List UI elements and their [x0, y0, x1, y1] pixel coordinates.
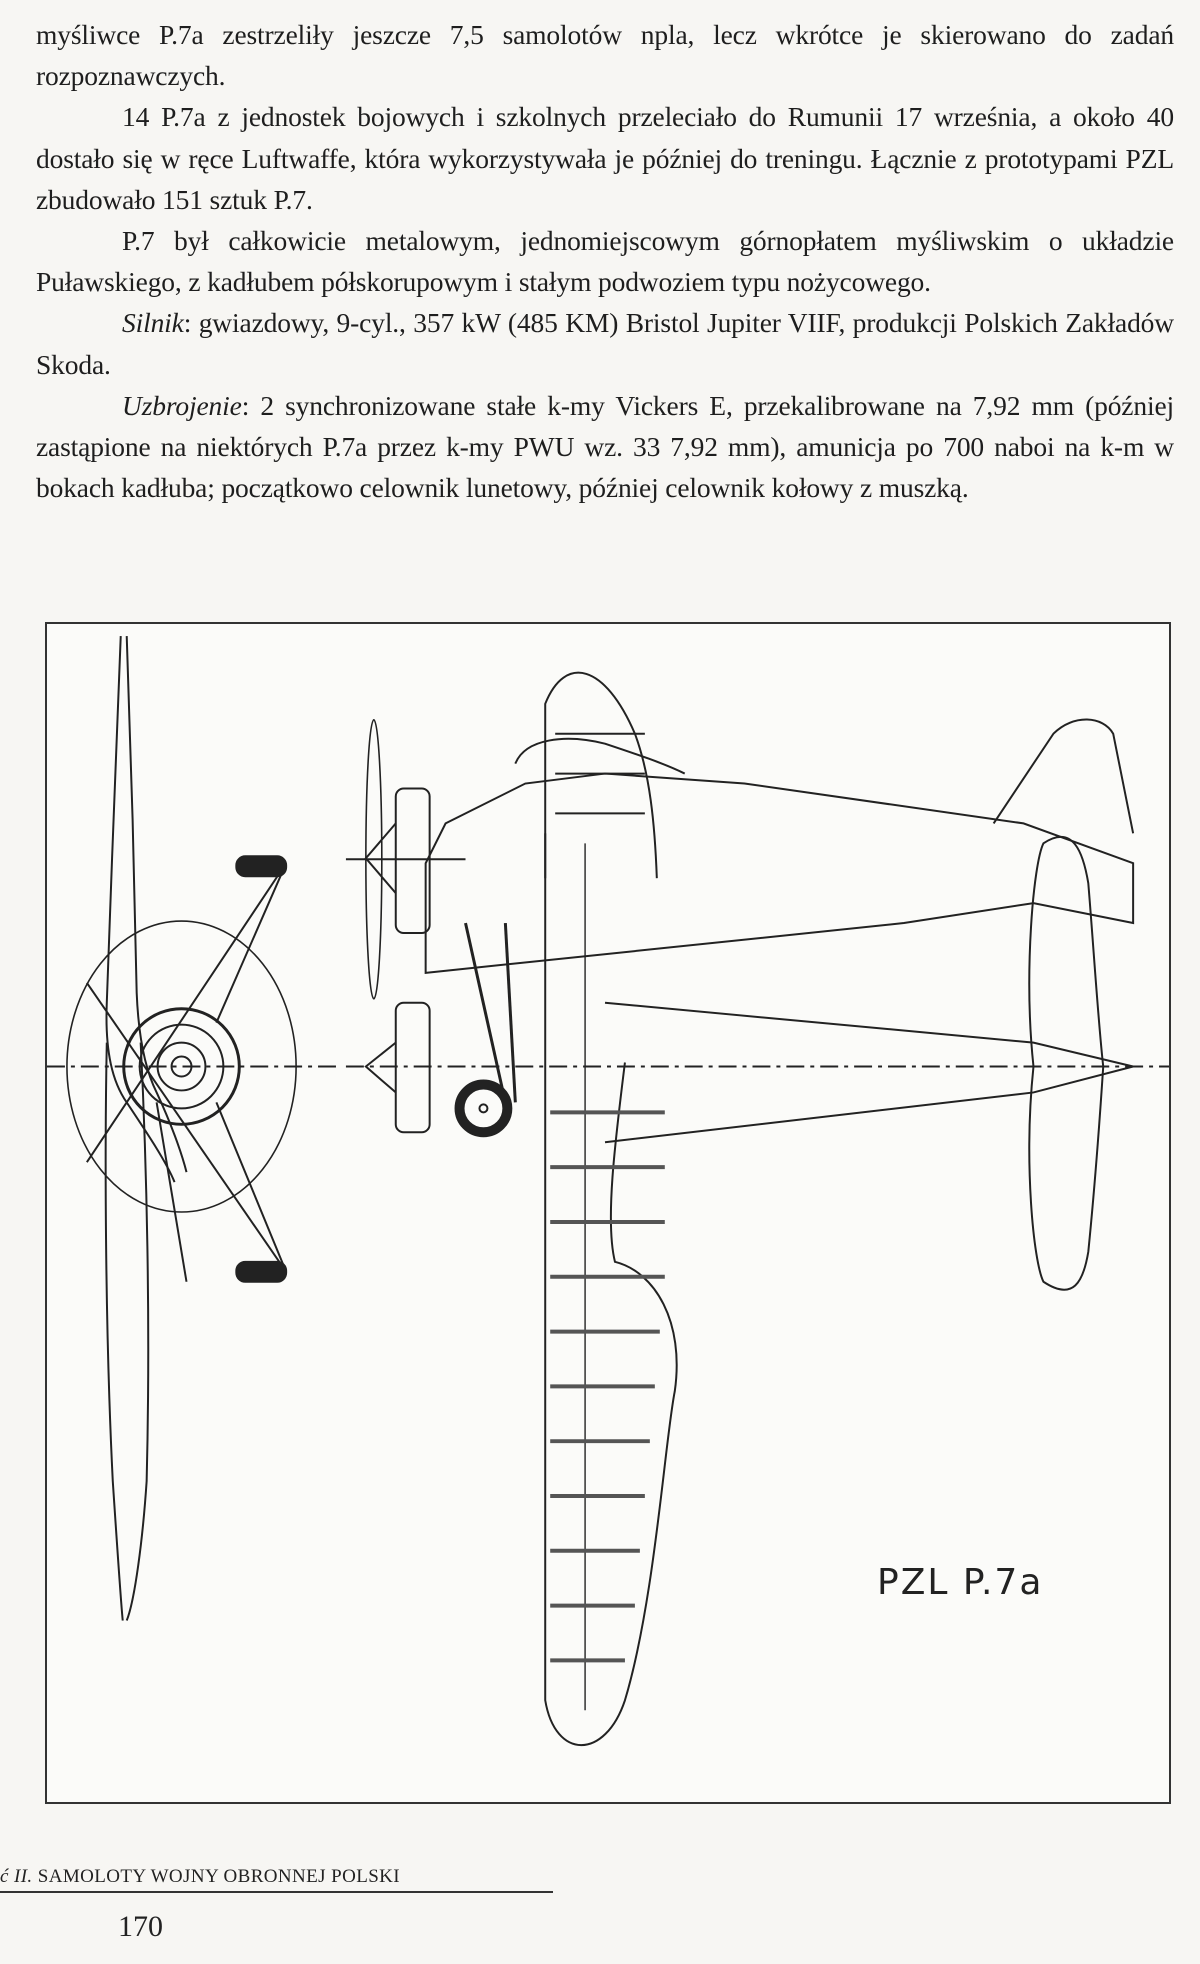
armament-text: : 2 synchronizowane stałe k-my Vickers E…: [36, 389, 1174, 504]
paragraph-1: myśliwce P.7a zestrzeliły jeszcze 7,5 sa…: [36, 19, 1174, 92]
front-view: [47, 636, 336, 1621]
running-head-title: SAMOLOTY WOJNY OBRONNEJ POLSKI: [32, 1866, 401, 1887]
page-number: 170: [118, 1910, 163, 1943]
aircraft-drawing-svg: [47, 636, 1169, 1747]
running-head-prefix: ć II.: [0, 1866, 33, 1887]
paragraph-2: 14 P.7a z jednostek bojowych i szkolnych…: [36, 101, 1174, 215]
armament-label: Uzbrojenie: [122, 389, 242, 421]
paragraph-engine: Silnik: gwiazdowy, 9-cyl., 357 kW (485 K…: [36, 302, 1174, 384]
engine-label: Silnik: [122, 307, 184, 339]
running-head: ć II. SAMOLOTY WOJNY OBRONNEJ POLSKI: [0, 1866, 553, 1893]
paragraph-3: P.7 był całkowicie metalowym, jednomiejs…: [36, 225, 1174, 298]
body-text: myśliwce P.7a zestrzeliły jeszcze 7,5 sa…: [36, 14, 1174, 508]
top-view: [345, 833, 1169, 1747]
side-view: [345, 671, 1135, 1138]
engine-text: : gwiazdowy, 9-cyl., 357 kW (485 KM) Bri…: [36, 307, 1174, 380]
figure-caption: PZL P.7a: [877, 1562, 1044, 1603]
paragraph-armament: Uzbrojenie: 2 synchronizowane stałe k-my…: [36, 385, 1174, 509]
aircraft-three-view-drawing: PZL P.7a: [45, 622, 1171, 1804]
